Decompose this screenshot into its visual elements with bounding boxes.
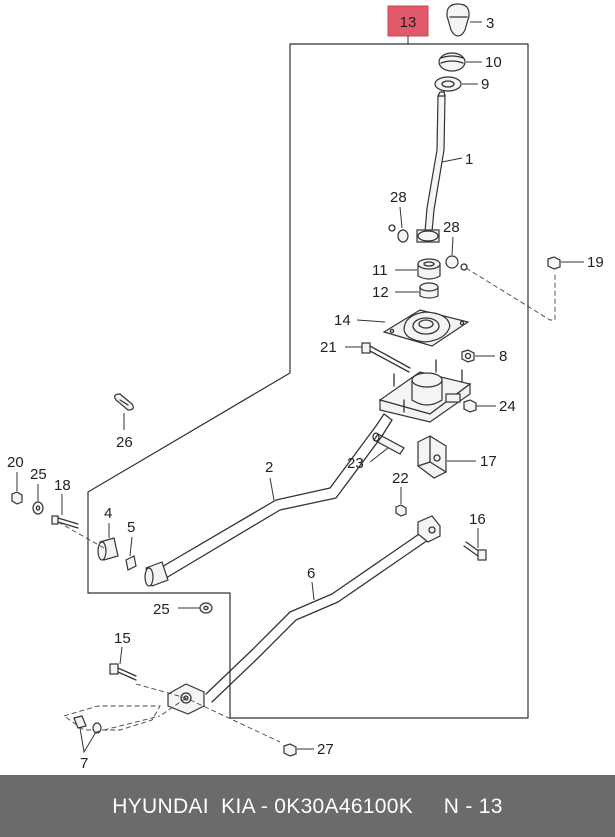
callout-25-lower[interactable]: 25 xyxy=(153,601,170,618)
knob-boot[interactable] xyxy=(438,52,466,72)
callout-25-upper[interactable]: 25 xyxy=(30,466,47,483)
callout-11[interactable]: 11 xyxy=(372,262,388,279)
callout-28-left[interactable]: 28 xyxy=(390,189,407,206)
callout-4[interactable]: 4 xyxy=(104,505,112,522)
callout-19[interactable]: 19 xyxy=(587,254,604,271)
washer-25-lower[interactable] xyxy=(199,602,213,614)
callout-18[interactable]: 18 xyxy=(54,477,71,494)
clip-26[interactable] xyxy=(114,393,134,411)
callout-24[interactable]: 24 xyxy=(499,398,516,415)
boot-plate[interactable] xyxy=(382,309,470,347)
selector-rod-end[interactable] xyxy=(167,683,205,715)
lever-ring[interactable] xyxy=(434,76,462,92)
callout-12[interactable]: 12 xyxy=(372,284,389,301)
callout-13[interactable]: 13 xyxy=(400,14,417,31)
callout-15[interactable]: 15 xyxy=(114,630,131,647)
bolt-15[interactable] xyxy=(109,663,137,681)
callout-7[interactable]: 7 xyxy=(80,755,88,772)
callout-27[interactable]: 27 xyxy=(317,741,334,758)
shift-knob[interactable] xyxy=(446,3,470,37)
nut-8[interactable] xyxy=(461,349,475,363)
pivot-ring[interactable] xyxy=(419,282,439,299)
bushing-7a[interactable] xyxy=(73,715,87,729)
pivot-bushing[interactable] xyxy=(417,258,441,280)
shift-lever[interactable] xyxy=(416,91,446,243)
nut-20[interactable] xyxy=(11,491,23,505)
lever-base-housing[interactable] xyxy=(378,359,472,423)
callout-5[interactable]: 5 xyxy=(127,519,135,536)
callout-26[interactable]: 26 xyxy=(116,434,133,451)
callout-1[interactable]: 1 xyxy=(465,151,473,168)
bolt-21[interactable] xyxy=(361,342,411,373)
nut-24[interactable] xyxy=(463,399,477,413)
bushing-7b[interactable] xyxy=(92,722,102,734)
callout-28-right[interactable]: 28 xyxy=(443,219,460,236)
parts-diagram: 13 3 10 9 1 28 28 19 11 12 14 21 8 24 26… xyxy=(7,3,604,772)
callout-20[interactable]: 20 xyxy=(7,454,24,471)
callout-10[interactable]: 10 xyxy=(485,54,502,71)
callout-3[interactable]: 3 xyxy=(486,15,494,32)
bolt-16[interactable] xyxy=(463,541,487,561)
callout-9[interactable]: 9 xyxy=(481,76,489,93)
nut-19[interactable] xyxy=(547,256,561,270)
nut-22[interactable] xyxy=(395,504,407,517)
callout-21[interactable]: 21 xyxy=(320,339,337,356)
rod-sleeve-5[interactable] xyxy=(125,555,137,571)
callout-8[interactable]: 8 xyxy=(499,348,507,365)
control-rod[interactable] xyxy=(159,413,393,579)
washer-25-upper[interactable] xyxy=(32,501,44,515)
callout-22[interactable]: 22 xyxy=(392,470,409,487)
select-bracket[interactable] xyxy=(417,435,447,479)
footer-bar: HYUNDAI KIA - 0K30A46100K N - 13 xyxy=(0,775,615,837)
callout-2[interactable]: 2 xyxy=(265,459,273,476)
callout-17[interactable]: 17 xyxy=(480,453,497,470)
bushing-left[interactable] xyxy=(388,224,409,243)
callout-6[interactable]: 6 xyxy=(307,565,315,582)
assembly-frame xyxy=(87,43,529,719)
rod-end-bushing[interactable] xyxy=(144,561,169,587)
callout-14[interactable]: 14 xyxy=(334,312,351,329)
pin-23[interactable] xyxy=(372,432,405,455)
rod-bushing-4[interactable] xyxy=(97,537,119,561)
selector-rod[interactable] xyxy=(205,515,441,703)
nut-27[interactable] xyxy=(283,743,297,757)
footer-part-number: HYUNDAI KIA - 0K30A46100K N - 13 xyxy=(112,795,503,818)
callout-16[interactable]: 16 xyxy=(469,511,486,528)
bolt-18[interactable] xyxy=(51,515,79,529)
callout-23[interactable]: 23 xyxy=(347,455,364,472)
bushing-right[interactable] xyxy=(445,255,468,271)
